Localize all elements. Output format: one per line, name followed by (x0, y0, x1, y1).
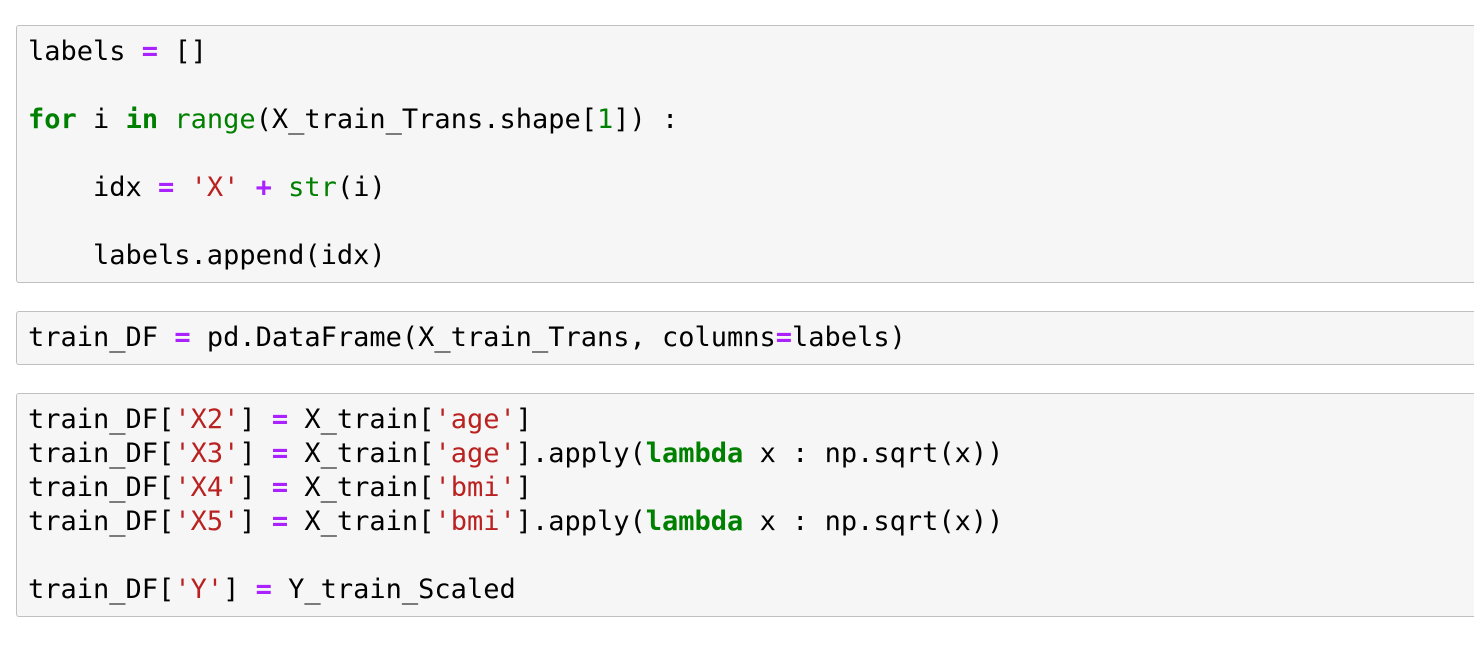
code-line: idx = 'X' + str(i) (28, 171, 1470, 205)
code-token-str: 'bmi' (434, 472, 516, 503)
code-token-pl (239, 172, 255, 203)
code-cell-3[interactable]: train_DF['X2'] = X_train['age']train_DF[… (16, 393, 1474, 617)
code-token-str: 'X3' (174, 438, 240, 469)
code-token-num: 1 (597, 104, 614, 135)
code-token-str: 'X4' (174, 472, 240, 503)
code-token-str: 'X' (190, 172, 240, 203)
code-token-op: = (158, 172, 175, 203)
code-token-pl: idx (28, 172, 159, 203)
code-token-pl: train_DF[ (28, 506, 175, 537)
code-token-pl: x : np.sqrt(x)) (743, 506, 1004, 537)
code-editor[interactable]: labels = [] for i in range(X_train_Trans.… (28, 35, 1470, 273)
code-token-pl (272, 172, 288, 203)
code-token-kw: lambda (645, 438, 744, 469)
code-token-bi: str (288, 172, 337, 203)
code-token-pl: ].apply( (515, 506, 646, 537)
code-line: train_DF['X2'] = X_train['age'] (28, 403, 1470, 437)
code-token-str: 'age' (434, 404, 516, 435)
code-line: for i in range(X_train_Trans.shape[1]) : (28, 103, 1470, 137)
code-line (28, 137, 1470, 171)
notebook: labels = [] for i in range(X_train_Trans.… (16, 25, 1474, 617)
code-cell-2[interactable]: train_DF = pd.DataFrame(X_train_Trans, c… (16, 311, 1474, 365)
code-token-pl: ] (515, 472, 532, 503)
code-token-pl: X_train[ (288, 472, 435, 503)
code-token-pl: train_DF (28, 322, 175, 353)
code-token-str: 'bmi' (434, 506, 516, 537)
code-token-op: = (775, 322, 793, 353)
code-token-pl: ] (239, 472, 272, 503)
code-editor[interactable]: train_DF = pd.DataFrame(X_train_Trans, c… (28, 321, 1470, 355)
code-line: train_DF = pd.DataFrame(X_train_Trans, c… (28, 321, 1470, 355)
code-line: train_DF['X4'] = X_train['bmi'] (28, 471, 1470, 505)
code-token-pl: ] (239, 404, 272, 435)
code-token-pl: X_train[ (288, 438, 435, 469)
code-token-str: 'age' (434, 438, 516, 469)
code-token-str: 'X5' (174, 506, 240, 537)
code-line: train_DF['Y'] = Y_train_Scaled (28, 573, 1470, 607)
code-token-pl: labels.append(idx) (28, 240, 386, 271)
code-token-pl: labels (28, 36, 142, 67)
code-token-pl: ] (223, 574, 256, 605)
code-token-kw: for (28, 104, 77, 135)
code-line: labels = [] (28, 35, 1470, 69)
code-token-pl: X_train[ (288, 404, 435, 435)
code-token-pl: (X_train_Trans.shape[ (255, 104, 597, 135)
code-token-op: = (141, 36, 159, 67)
code-token-kw: lambda (645, 506, 744, 537)
code-token-pl: ] (239, 438, 272, 469)
code-line: labels.append(idx) (28, 239, 1470, 273)
code-token-op: = (271, 404, 289, 435)
code-line: train_DF['X3'] = X_train['age'].apply(la… (28, 437, 1470, 471)
code-line (28, 205, 1470, 239)
code-line (28, 69, 1470, 103)
code-token-pl: pd.DataFrame(X_train_Trans, columns (190, 322, 776, 353)
code-token-pl: [] (158, 36, 207, 67)
code-token-pl: Y_train_Scaled (271, 574, 516, 605)
code-token-pl: X_train[ (288, 506, 435, 537)
code-line (28, 539, 1470, 573)
code-token-op: = (255, 574, 272, 605)
code-token-pl: (i) (336, 172, 386, 203)
code-token-pl: x : np.sqrt(x)) (743, 438, 1004, 469)
code-token-pl (174, 172, 190, 203)
code-token-pl: ]) : (613, 104, 679, 135)
code-line: train_DF['X5'] = X_train['bmi'].apply(la… (28, 505, 1470, 539)
code-token-pl: train_DF[ (28, 438, 175, 469)
code-token-pl: i (76, 104, 126, 135)
code-token-pl: ] (239, 506, 272, 537)
code-editor[interactable]: train_DF['X2'] = X_train['age']train_DF[… (28, 403, 1470, 607)
code-token-kw: in (125, 104, 159, 135)
code-token-op: = (271, 472, 289, 503)
code-token-pl (158, 104, 174, 135)
code-token-str: 'X2' (174, 404, 240, 435)
code-token-str: 'Y' (174, 574, 224, 605)
code-token-pl: train_DF[ (28, 472, 175, 503)
code-token-op: + (255, 172, 272, 203)
code-token-pl: train_DF[ (28, 404, 175, 435)
code-token-pl: labels) (792, 322, 906, 353)
code-token-op: = (271, 506, 289, 537)
code-token-pl: ].apply( (515, 438, 646, 469)
code-cell-1[interactable]: labels = [] for i in range(X_train_Trans.… (16, 25, 1474, 283)
code-token-bi: range (174, 104, 256, 135)
code-token-op: = (174, 322, 191, 353)
code-token-pl: train_DF[ (28, 574, 175, 605)
code-token-pl: ] (515, 404, 532, 435)
code-token-op: = (271, 438, 289, 469)
